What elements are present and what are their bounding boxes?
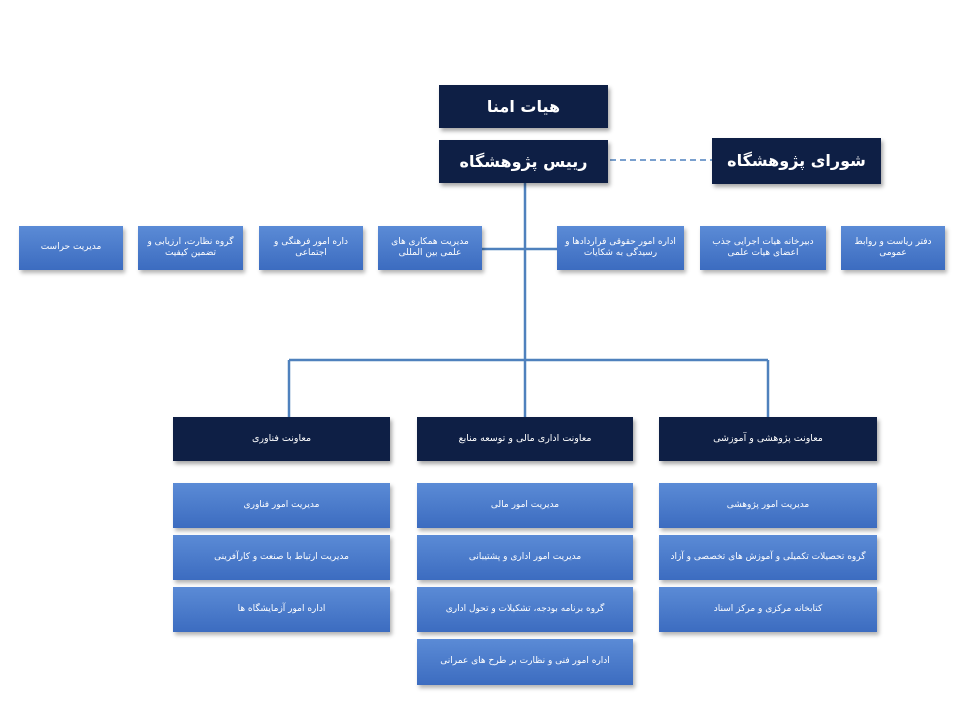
staff-unit-box: داره امور فرهنگی و اجتماعی — [259, 226, 363, 270]
research-council-box: شورای پژوهشگاه — [712, 138, 881, 184]
deputy-technology-box: معاونت فناوری — [173, 417, 390, 461]
staff-unit-box: مدیریت همکاری های علمی بین المللی — [378, 226, 482, 270]
staff-unit-box: گروه نظارت، ارزیابی و تضمین کیفیت — [138, 226, 243, 270]
staff-unit-box: مدیریت حراست — [19, 226, 123, 270]
deputy-research-box: معاونت پژوهشی و آموزشی — [659, 417, 877, 461]
staff-unit-box: اداره امور حقوقی قراردادها و رسیدگی به ش… — [557, 226, 684, 270]
deputy-finance-box: معاونت اداری مالی و توسعه منابع — [417, 417, 633, 461]
research-unit-box: گروه تحصیلات تکمیلی و آموزش های تخصصی و … — [659, 535, 877, 580]
technology-unit-box: مدیریت امور فناوری — [173, 483, 390, 528]
board-of-trustees-box: هیات امنا — [439, 85, 608, 128]
research-unit-box: کتابخانه مرکزی و مرکز اسناد — [659, 587, 877, 632]
finance-unit-box: مدیریت امور اداری و پشتیبانی — [417, 535, 633, 580]
president-box: رییس پژوهشگاه — [439, 140, 608, 183]
staff-unit-box: دبیرخانه هیات اجرایی جذب اعضای هیات علمی — [700, 226, 826, 270]
finance-unit-box: مدیریت امور مالی — [417, 483, 633, 528]
staff-unit-box: دفتر ریاست و روابط عمومی — [841, 226, 945, 270]
finance-unit-box: اداره امور فنی و نظارت بر طرح های عمرانی — [417, 639, 633, 685]
technology-unit-box: اداره امور آزمایشگاه ها — [173, 587, 390, 632]
technology-unit-box: مدیریت ارتباط با صنعت و کارآفرینی — [173, 535, 390, 580]
finance-unit-box: گروه برنامه بودجه، تشکیلات و تحول اداری — [417, 587, 633, 632]
research-unit-box: مدیریت امور پژوهشی — [659, 483, 877, 528]
